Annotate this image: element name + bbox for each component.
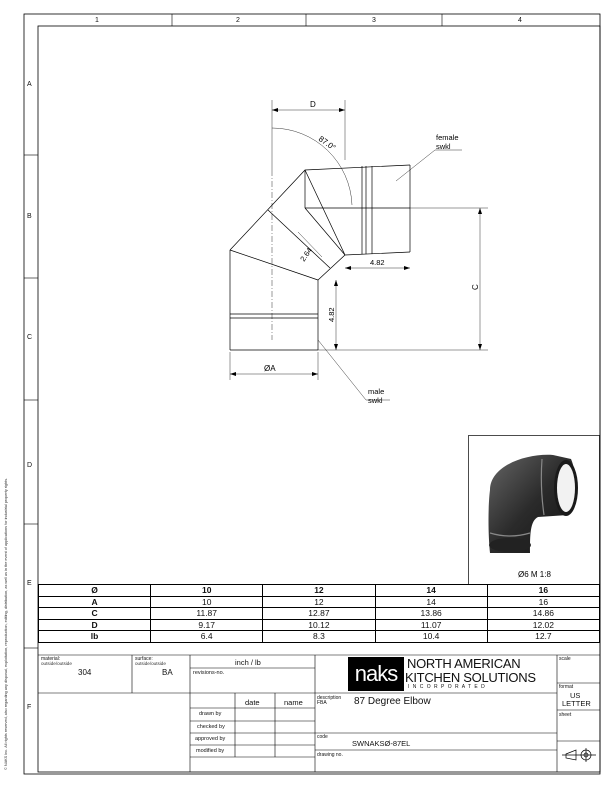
material-value: 304 <box>78 668 92 677</box>
zone-col-2: 2 <box>236 17 240 24</box>
revisions-label: revisions-no. <box>193 670 225 676</box>
zone-col-4: 4 <box>518 17 522 24</box>
zone-row-a: A <box>27 81 32 88</box>
surface-value: BA <box>162 668 173 677</box>
zone-col-3: 3 <box>372 17 376 24</box>
table-cell: 12 <box>262 595 376 608</box>
projection-symbol-icon <box>562 748 596 762</box>
zone-col-1: 1 <box>95 17 99 24</box>
preview-box: Ø6 M 1:8 <box>468 435 600 585</box>
table-header-cell: 16 <box>486 584 601 597</box>
sheet-label: sheet <box>559 712 572 718</box>
code-label: code <box>317 734 328 740</box>
table-header-cell: 10 <box>150 584 264 597</box>
table-row: A 10 12 14 16 <box>37 595 601 608</box>
preview-caption: Ø6 M 1:8 <box>518 570 551 579</box>
table-cell: 11.07 <box>374 618 488 631</box>
material-label: material: <box>41 656 61 662</box>
format-value-letter: LETTER <box>562 699 591 708</box>
company-name-line1: NORTH AMERICAN <box>407 656 521 671</box>
company-name-line3: I N C O R P O R A T E D <box>408 684 486 690</box>
table-cell: 16 <box>486 595 601 608</box>
table-cell: 12.02 <box>486 618 601 631</box>
female-label: female <box>436 133 459 142</box>
size-table: Ø 10 12 14 16 A 10 12 14 16 C 11.87 12.8… <box>37 584 601 643</box>
checked-by-label: checked by <box>197 724 225 730</box>
surface-sub: outside/outside <box>135 661 166 666</box>
zone-row-f: F <box>27 704 32 711</box>
zone-row-d: D <box>27 462 33 469</box>
format-value-us: US <box>570 691 581 700</box>
elbow-3d-icon <box>488 454 578 553</box>
zone-row-b: B <box>27 213 32 220</box>
drawing-no-label: drawing no. <box>317 752 343 758</box>
units-label: inch / lb <box>235 658 261 667</box>
male-swkl-label: swkl <box>368 396 383 405</box>
description-sub: FBA <box>317 700 327 706</box>
table-cell: 12.87 <box>262 607 376 620</box>
naks-logo: naks <box>348 657 404 691</box>
surface-label: surface: <box>135 656 153 662</box>
zone-row-e: E <box>27 580 32 587</box>
code-value: SWNAKSØ-87EL <box>352 739 411 748</box>
date-label: date <box>245 698 260 707</box>
elbow-drawing: D 87.0° female swkl 2.64 4.82 C 4.82 ØA … <box>229 100 488 405</box>
table-row: C 11.87 12.87 13.86 14.86 <box>37 607 601 620</box>
company-name-line2: KITCHEN SOLUTIONS <box>405 670 536 685</box>
zone-row-c: C <box>27 334 33 341</box>
table-cell: 12.7 <box>486 630 601 643</box>
table-row: lb 6.4 8.3 10.4 12.7 <box>37 630 601 643</box>
table-row: D 9.17 10.12 11.07 12.02 <box>37 618 601 631</box>
format-label: format <box>559 684 574 690</box>
material-sub: outside/outside <box>41 661 72 666</box>
naks-logo-text: naks <box>354 661 398 686</box>
table-cell: 14.86 <box>486 607 601 620</box>
drawn-by-label: drawn by <box>199 711 222 717</box>
scale-label: scale <box>559 656 571 662</box>
table-cell: 6.4 <box>150 630 264 643</box>
table-header-row: Ø 10 12 14 16 <box>37 584 601 597</box>
modified-by-label: modified by <box>196 748 225 754</box>
dim-c-label: C <box>471 284 480 290</box>
table-cell: C <box>37 607 152 620</box>
approved-by-label: approved by <box>195 736 226 742</box>
name-label: name <box>284 698 303 707</box>
description-label: description <box>317 695 342 701</box>
dim-482-vertical-label: 4.82 <box>327 307 336 322</box>
female-swkl-label: swkl <box>436 142 451 151</box>
dim-a-label: ØA <box>264 364 276 373</box>
dim-d-label: D <box>310 100 316 109</box>
dim-482-horizontal-label: 4.82 <box>370 258 385 267</box>
male-label: male <box>368 387 384 396</box>
description-value: 87 Degree Elbow <box>354 696 431 707</box>
